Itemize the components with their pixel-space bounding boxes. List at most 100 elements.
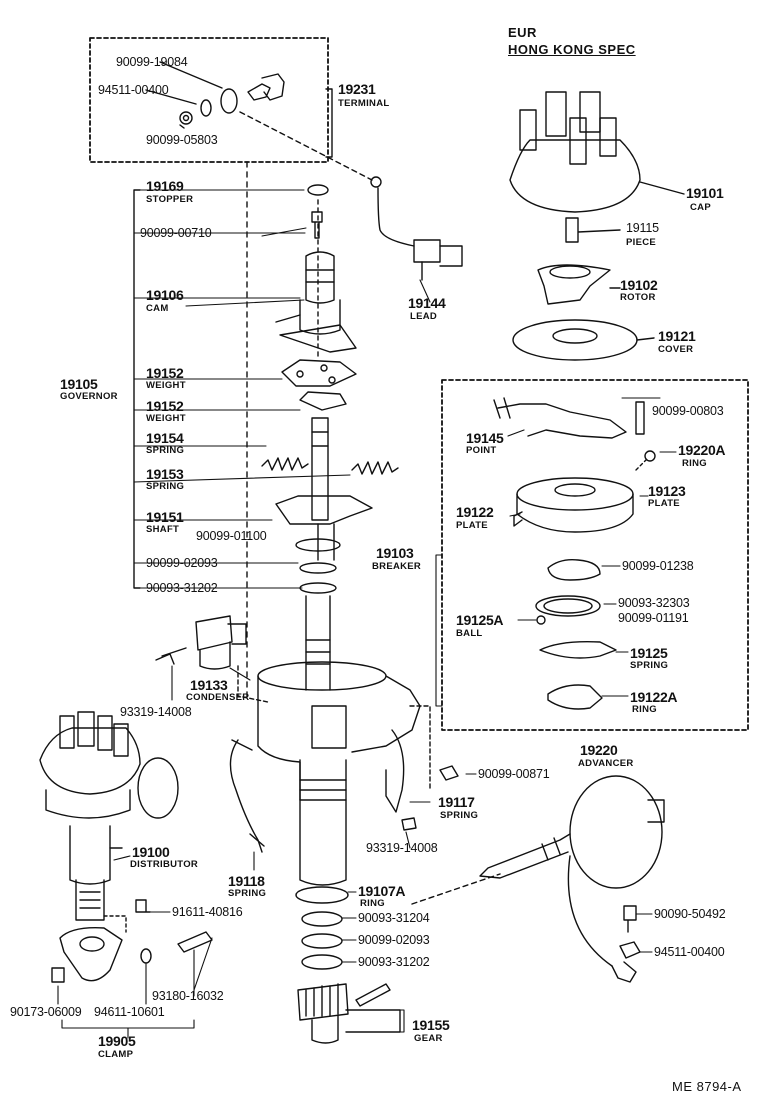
label-spring-19153: SPRING (146, 481, 185, 492)
label-19123: 19123 (648, 483, 686, 499)
label-19155: 19155 (412, 1017, 450, 1033)
label-90099-02093-upper: 90099-02093 (146, 556, 218, 570)
spec-line-1: EUR (508, 25, 537, 40)
label-90099-00871: 90099-00871 (478, 767, 550, 781)
cover-19121 (512, 319, 655, 361)
clamp-19905 (51, 899, 213, 983)
label-lead: LEAD (410, 311, 438, 322)
label-19101: 19101 (686, 185, 724, 201)
label-spring-19154: SPRING (146, 445, 185, 456)
label-90099-05803: 90099-05803 (146, 133, 218, 147)
label-point: POINT (466, 445, 497, 456)
label-93319-14008-upper: 93319-14008 (120, 705, 192, 719)
label-plate-19123: PLATE (648, 498, 680, 509)
breaker-group-box (441, 379, 749, 731)
label-19100: 19100 (132, 844, 170, 860)
ring-19107A-shape (295, 886, 349, 904)
spec-line-2: HONG KONG SPEC (508, 42, 636, 57)
label-breaker: BREAKER (372, 561, 422, 572)
label-spring-19118: SPRING (228, 888, 267, 899)
screw-50492 (623, 905, 637, 933)
spring-19153 (351, 461, 399, 475)
label-ring-19220A: RING (682, 458, 707, 469)
point-19145 (493, 397, 645, 439)
label-90173-06009: 90173-06009 (10, 1005, 82, 1019)
stopper-shape (307, 184, 329, 196)
label-governor: GOVERNOR (60, 391, 118, 402)
label-19133: 19133 (190, 677, 228, 693)
terminal-guide-line (239, 111, 373, 181)
label-19106: 19106 (146, 287, 184, 303)
label-94511-00400-lower: 94511-00400 (654, 945, 725, 959)
terminal-group-box (89, 37, 329, 163)
weight-lower (299, 391, 347, 411)
shaft-shape (275, 417, 373, 691)
spring-19117-shape (385, 729, 405, 813)
label-90090-50492: 90090-50492 (654, 907, 726, 921)
screw-00710 (311, 211, 323, 239)
label-19121: 19121 (658, 328, 696, 344)
washer-31204 (301, 911, 343, 927)
label-90099-02093-lower: 90099-02093 (358, 933, 430, 947)
rotor-19102 (537, 264, 621, 305)
housing-shape (257, 661, 421, 886)
washer-32303 (535, 595, 601, 617)
spring-19125-shape (539, 640, 617, 659)
terminal-parts (145, 61, 285, 129)
gear-bracket (399, 1009, 405, 1033)
label-spring-19125: SPRING (630, 660, 669, 671)
label-19220: 19220 (580, 742, 618, 758)
label-19144: 19144 (408, 295, 446, 311)
breaker-bracket (435, 554, 443, 707)
label-weight-upper: WEIGHT (146, 380, 186, 391)
label-rotor: ROTOR (620, 292, 656, 303)
label-19145: 19145 (466, 430, 504, 446)
label-90099-01238: 90099-01238 (622, 559, 694, 573)
label-90099-00710: 90099-00710 (140, 226, 212, 240)
label-91611-40816: 91611-40816 (172, 905, 243, 919)
screw-93319-lower (401, 817, 417, 831)
label-19122A: 19122A (630, 689, 678, 705)
label-stopper: STOPPER (146, 194, 194, 205)
governor-bracket (133, 189, 141, 589)
label-19153: 19153 (146, 466, 184, 482)
label-shaft: SHAFT (146, 524, 180, 535)
screw-00871 (439, 765, 459, 781)
diagram-code: ME 8794-A (672, 1079, 742, 1094)
ring-19122A-shape (547, 684, 603, 710)
label-19115: 19115 (626, 221, 659, 235)
label-terminal: TERMINAL (338, 98, 390, 109)
advancer-19220 (411, 775, 665, 983)
label-90099-01191: 90099-01191 (618, 611, 689, 625)
washer-31202 (301, 954, 343, 970)
label-90093-31204: 90093-31204 (358, 911, 430, 925)
label-cover: COVER (658, 344, 694, 355)
label-19118: 19118 (228, 873, 265, 889)
label-19125: 19125 (630, 645, 668, 661)
label-19905: 19905 (98, 1033, 136, 1049)
label-19117: 19117 (438, 794, 475, 810)
cam-shape (275, 251, 357, 353)
label-90093-31202-lower: 90093-31202 (358, 955, 430, 969)
label-90099-01100: 90099-01100 (196, 529, 267, 543)
label-19107A: 19107A (358, 883, 406, 899)
label-19105: 19105 (60, 376, 98, 392)
label-93180-16032: 93180-16032 (152, 989, 224, 1003)
label-cam: CAM (146, 303, 169, 314)
label-advancer: ADVANCER (578, 758, 634, 769)
label-94511-00400-top: 94511-00400 (98, 83, 169, 97)
label-19151: 19151 (146, 509, 184, 525)
label-ring-19122A: RING (632, 704, 657, 715)
condenser-19133 (155, 615, 247, 670)
piece-19115 (565, 217, 621, 243)
label-19103: 19103 (376, 545, 414, 561)
lead-19144 (370, 176, 463, 281)
breaker-plate (513, 477, 634, 533)
weight-upper (281, 359, 357, 387)
label-19152-lower: 19152 (146, 398, 184, 414)
label-90093-32303: 90093-32303 (618, 596, 690, 610)
label-ball: BALL (456, 628, 483, 639)
label-19125A: 19125A (456, 612, 504, 628)
label-90099-00803: 90099-00803 (652, 404, 724, 418)
spring-19154 (261, 457, 309, 471)
